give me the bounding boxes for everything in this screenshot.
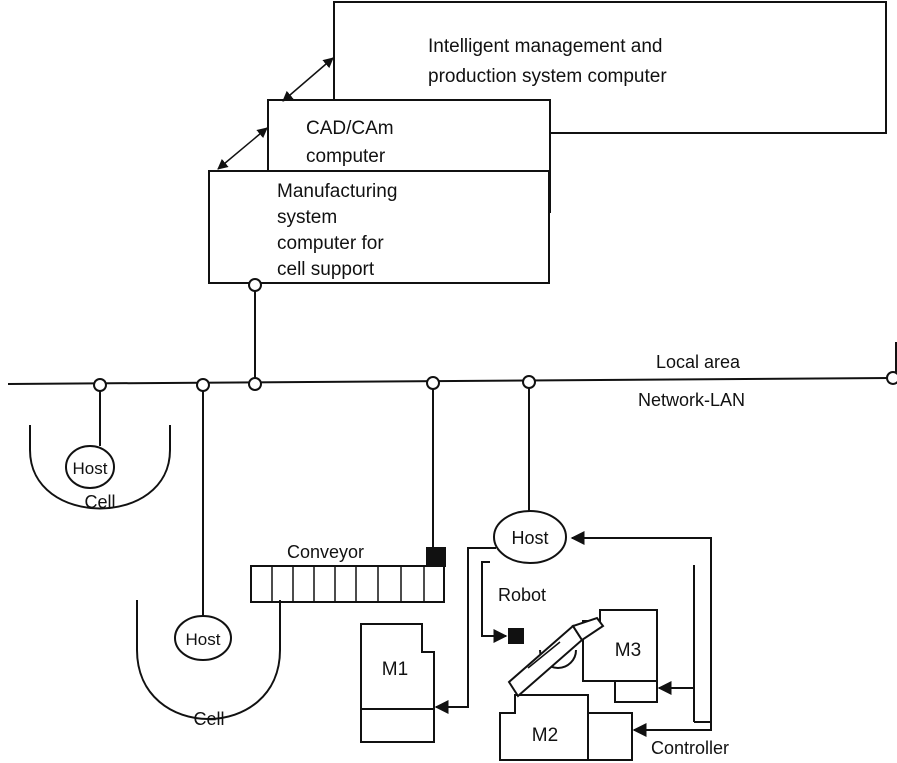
cadcam-label-line1: CAD/CAm bbox=[306, 118, 394, 139]
intelligent-label-line1: Intelligent management and bbox=[428, 36, 663, 57]
mfg-label-line2: system bbox=[277, 207, 337, 228]
lan-bus bbox=[7, 377, 893, 385]
node-mfg-computer bbox=[248, 278, 262, 292]
cell-1-label: Cell bbox=[84, 492, 115, 512]
wire-host-to-m1 bbox=[434, 547, 496, 714]
mfg-label-line1: Manufacturing bbox=[277, 181, 397, 202]
m1-label: M1 bbox=[382, 659, 408, 680]
conveyor-interface-block bbox=[426, 547, 446, 567]
cell-1-host-label: Host bbox=[73, 459, 108, 478]
lan-label-line2: Network-LAN bbox=[638, 390, 745, 410]
link-intelligent-cadcam bbox=[282, 57, 334, 102]
wire-controller-to-host bbox=[570, 531, 712, 723]
node-lan-end bbox=[886, 371, 897, 385]
cell-2-label: Cell bbox=[193, 709, 224, 729]
cell-1-host-ellipse bbox=[65, 445, 115, 489]
cell-2-host-ellipse bbox=[174, 615, 232, 661]
m1-machine bbox=[360, 623, 435, 743]
robot-arm-detail bbox=[527, 641, 561, 669]
wire-controller-to-m2 bbox=[632, 722, 712, 737]
conveyor-label: Conveyor bbox=[287, 542, 364, 562]
wire-host-to-robot-gripper bbox=[481, 561, 508, 643]
node-lan-host bbox=[522, 375, 536, 389]
m3-base bbox=[614, 680, 658, 703]
m3-label: M3 bbox=[615, 640, 641, 661]
node-lan-cell2 bbox=[196, 378, 210, 392]
intelligent-label-line2: production system computer bbox=[428, 66, 667, 87]
robot-arm-tip bbox=[571, 616, 605, 642]
m2-machine bbox=[499, 694, 633, 761]
conveyor-segments bbox=[271, 566, 425, 602]
conveyor bbox=[250, 565, 445, 603]
node-lan-conveyor bbox=[426, 376, 440, 390]
cadcam-label-line2: computer bbox=[306, 146, 386, 167]
cell-2-host-label: Host bbox=[186, 630, 221, 649]
lan-label-line1: Local area bbox=[656, 352, 741, 372]
robot-label: Robot bbox=[498, 585, 546, 605]
workcell-host-label: Host bbox=[511, 528, 548, 548]
node-lan-cell1 bbox=[93, 378, 107, 392]
workcell-host-ellipse bbox=[493, 510, 567, 564]
mfg-label-line3: computer for bbox=[277, 233, 384, 254]
controller-label: Controller bbox=[651, 738, 729, 758]
manufacturing-computer-box bbox=[208, 170, 550, 284]
link-cadcam-mfg bbox=[217, 127, 268, 170]
cell-2-cup bbox=[136, 600, 281, 720]
cell-1-cup bbox=[29, 425, 171, 510]
node-lan-mfg bbox=[248, 377, 262, 391]
m2-label: M2 bbox=[532, 725, 558, 746]
robot-gripper-block bbox=[508, 628, 524, 644]
mfg-label-line4: cell support bbox=[277, 259, 375, 280]
